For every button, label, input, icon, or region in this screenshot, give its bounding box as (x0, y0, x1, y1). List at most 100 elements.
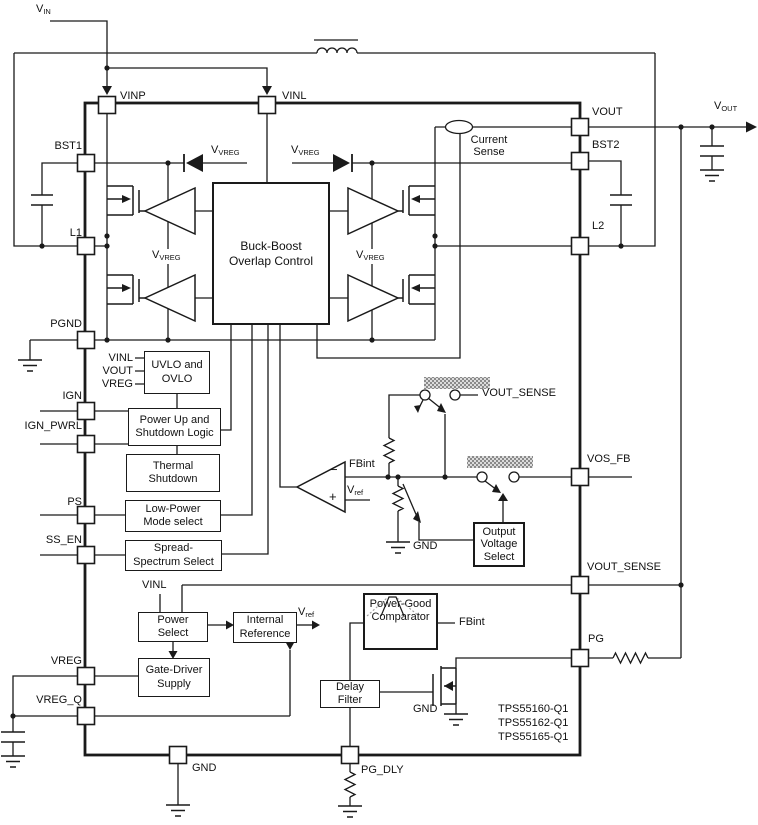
block-label: Buck-Boost Overlap Control (228, 239, 314, 268)
driver-buck-high-icon (143, 186, 196, 236)
comparator-plus: + (329, 489, 337, 504)
hatch-bar-sw1 (424, 377, 490, 389)
pin-label-ign-pwrl: IGN_PWRL (24, 420, 82, 432)
resistor-r2-icon (391, 485, 405, 512)
block-label: Power Up and Shutdown Logic (135, 413, 214, 439)
ground-symbols (1, 169, 724, 818)
pin-label-ss-en: SS_EN (45, 534, 82, 546)
capacitor-bst2-icon (610, 194, 632, 206)
ground-vreg-icon (1, 755, 25, 768)
pin-vout (570, 117, 590, 137)
pin-bst2 (570, 151, 590, 171)
capacitor-vreg-icon (1, 731, 25, 743)
part-number-1: TPS55160-Q1 (498, 703, 569, 715)
pin-label-vout-sense: VOUT_SENSE (587, 561, 661, 573)
pin-label-ps: PS (67, 496, 82, 508)
wire-pgcomp-delay (349, 622, 363, 680)
pin-label-pg-dly: PG_DLY (361, 764, 404, 776)
mosfet-boost-high-icon (398, 185, 435, 216)
vout-sense-net-label: VOUT_SENSE (482, 387, 556, 399)
arrow-vref-out-icon (312, 620, 320, 630)
junction-dots (10, 65, 715, 719)
block-label: Output Voltage Select (480, 525, 518, 563)
resistor-pgdly-icon (343, 771, 357, 798)
ground-pgnd-icon (18, 359, 42, 372)
wire-ctl-lowpower (221, 325, 253, 516)
wire-r2-wiper (402, 483, 419, 520)
pin-label-ign: IGN (62, 390, 82, 402)
fbint-pg-label: FBint (459, 616, 485, 628)
block-label: Delay Filter (335, 680, 365, 706)
vvreg-label-1: VVREG (211, 144, 240, 157)
comparator-minus: − (330, 462, 338, 477)
resistor-pg-icon (612, 651, 649, 665)
switch-vout-sense-icon (414, 389, 461, 413)
wire-uvlo-inputs (135, 357, 144, 385)
wire-ctl-powerup (221, 325, 232, 431)
pin-ss-en (76, 545, 96, 565)
wire-vin-to-vinl (107, 67, 268, 88)
vref-label: Vref (347, 484, 364, 497)
diode-left-icon (183, 154, 203, 172)
arrows (102, 86, 757, 659)
vin-label: VIN (36, 3, 51, 16)
block-label: Internal Reference (239, 614, 291, 640)
wire-vreg-external (12, 675, 77, 756)
pin-ps (76, 505, 96, 525)
ground-divider-icon (386, 541, 410, 554)
gate-drivers (143, 186, 400, 514)
current-sense-label: Current Sense (470, 134, 508, 158)
wire-bst2-cap (589, 160, 622, 246)
driver-boost-low-icon (347, 273, 400, 323)
pin-l2 (570, 236, 590, 256)
ground-pgdly-icon (338, 805, 362, 818)
pin-vreg (76, 666, 96, 686)
switch-vos-fb-icon (476, 471, 520, 501)
power-good-waveform-icon (366, 596, 420, 617)
current-sense-icon (444, 119, 474, 135)
power-stage (107, 185, 457, 706)
arrow-psel-gatedrv-icon (168, 651, 178, 659)
pin-label-l2: L2 (592, 220, 605, 232)
block-thermal-shutdown: Thermal Shutdown (126, 454, 220, 492)
hatch-bar-sw2 (467, 456, 533, 468)
mosfet-buck-low-icon (107, 274, 145, 305)
block-power-good-comparator: Power-Good Comparator (363, 593, 438, 650)
arrow-vregq-intref-icon (285, 642, 295, 650)
uvlo-input-vreg: VREG (101, 378, 133, 390)
switches (413, 389, 520, 523)
vvreg-label-3: VVREG (150, 249, 183, 264)
arrow-vinl-icon (262, 86, 272, 95)
mosfet-buck-high-icon (107, 185, 145, 216)
resistor-r1-icon (382, 437, 396, 464)
pin-pgnd (76, 330, 96, 350)
pin-label-vinl: VINL (282, 90, 307, 102)
pin-vout-sense (570, 575, 590, 595)
pin-vinp (97, 95, 117, 115)
pin-vos-fb (570, 467, 590, 487)
vinl-net-label: VINL (142, 579, 167, 591)
wire-current-sense (316, 133, 461, 359)
block-label: Low-Power Mode select (143, 502, 203, 528)
inductor-icon (316, 47, 358, 54)
chip-outline (83, 101, 582, 757)
block-delay-filter: Delay Filter (320, 680, 380, 708)
arrow-vout-icon (746, 121, 757, 133)
wire-pgfet-drain (455, 657, 571, 668)
part-number-2: TPS55162-Q1 (498, 717, 569, 729)
capacitor-bst1-icon (31, 194, 53, 206)
gnd-divider-label: GND (413, 540, 438, 552)
pin-ign-pwrl (76, 434, 96, 454)
uvlo-input-vinl: VINL (108, 352, 133, 364)
pin-label-vreg: VREG (50, 655, 82, 667)
vvreg-label-4: VVREG (354, 249, 387, 264)
block-spread-spectrum-select: Spread- Spectrum Select (125, 540, 222, 571)
block-low-power-mode-select: Low-Power Mode select (125, 500, 221, 532)
wire-vin (50, 20, 108, 88)
wire-ctl-comparator (279, 325, 297, 488)
pin-pg (570, 648, 590, 668)
block-label: Spread- Spectrum Select (133, 542, 214, 568)
pins (76, 95, 590, 765)
